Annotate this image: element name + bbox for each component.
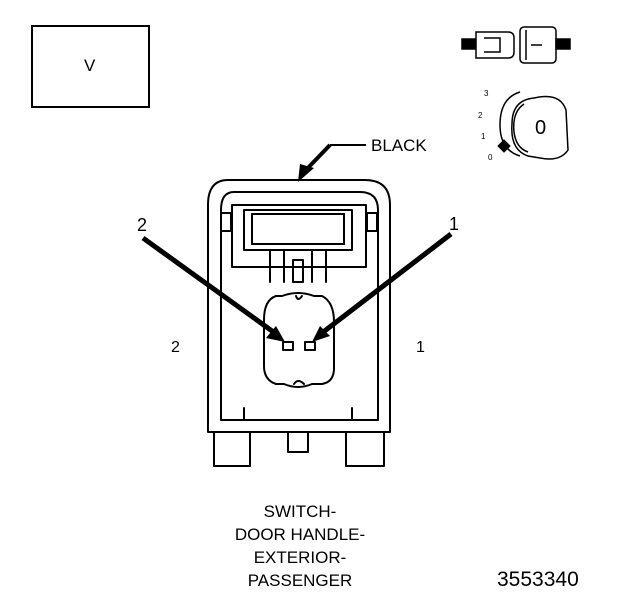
pin-1-callout: 1: [449, 214, 460, 234]
lock-position-0: 0: [488, 153, 493, 162]
pin-2-callout: 2: [137, 215, 148, 235]
lock-position-1: 1: [481, 132, 486, 141]
lock-key-label: 0: [535, 117, 547, 139]
view-box: [31, 25, 150, 108]
connector-color-label: BLACK: [371, 136, 427, 155]
view-label: V: [84, 56, 96, 75]
caption-line-2: DOOR HANDLE-: [234, 525, 366, 544]
pin-2-leader: [141, 235, 281, 339]
bottom-key: [287, 431, 309, 453]
pin-1-arrowhead: [312, 326, 330, 342]
pin-1-side-label: 1: [416, 339, 425, 356]
pin-1-leader: [316, 232, 453, 338]
pin-2-terminal: [282, 341, 294, 351]
pin-2-arrowhead: [266, 326, 285, 342]
lock-position-icon: [497, 91, 569, 160]
latch-inner: [243, 209, 353, 251]
caption-line-1: SWITCH-: [263, 502, 337, 521]
mini-connector-icon: [461, 26, 571, 64]
terminal-cavity: [263, 292, 335, 388]
color-leader-arrowhead: [298, 164, 314, 182]
connector-housing-inner: [220, 191, 379, 421]
bottom-tab-left: [213, 431, 251, 467]
bottom-tab-right: [345, 431, 385, 467]
figure-id: 3553340: [497, 568, 579, 591]
connector-housing-outer: [207, 179, 391, 433]
component-caption: SWITCH- DOOR HANDLE- EXTERIOR- PASSENGER: [200, 500, 400, 592]
caption-line-4: PASSENGER: [247, 571, 353, 590]
pin-2-side-label: 2: [171, 339, 180, 356]
lock-position-3: 3: [484, 89, 489, 98]
lock-position-2: 2: [478, 111, 483, 120]
caption-line-3: EXTERIOR-: [253, 548, 347, 567]
notch-right: [366, 212, 378, 232]
notch-left: [220, 212, 232, 232]
latch-frame: [231, 204, 367, 268]
pin-1-terminal: [304, 341, 316, 351]
